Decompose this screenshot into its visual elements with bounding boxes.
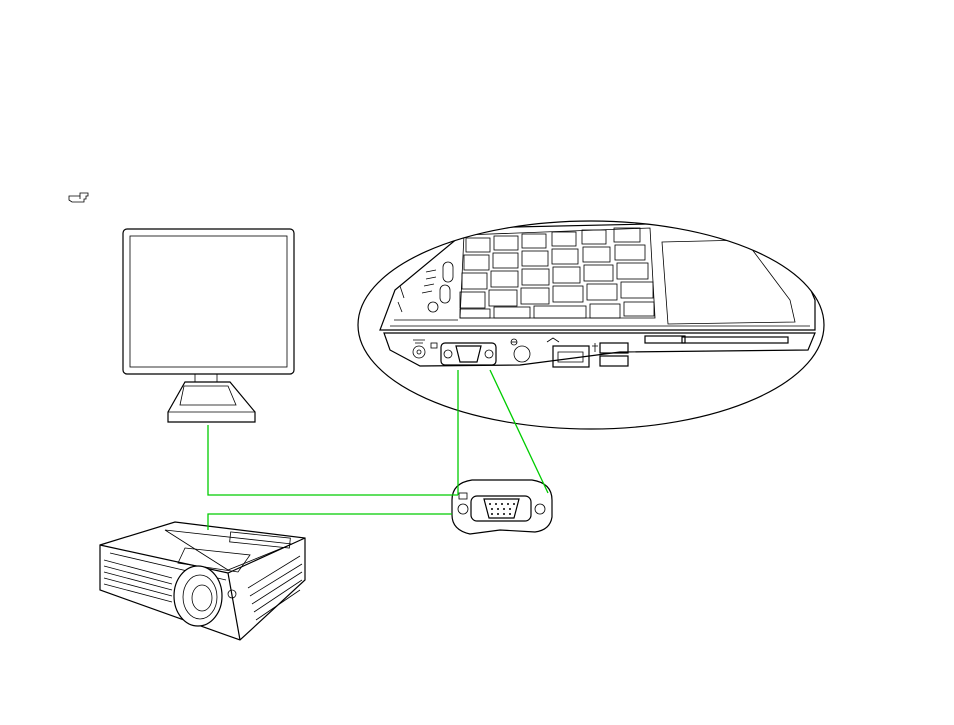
vga-cable: [208, 370, 548, 530]
lcd-monitor: [123, 229, 294, 422]
keyboard: [460, 228, 655, 318]
vga-port-detail: [452, 480, 552, 534]
laptop-side-ports: [358, 221, 824, 429]
pointing-hand-icon: [69, 193, 88, 202]
projector: [100, 522, 305, 640]
laptop-ports: [413, 336, 788, 367]
